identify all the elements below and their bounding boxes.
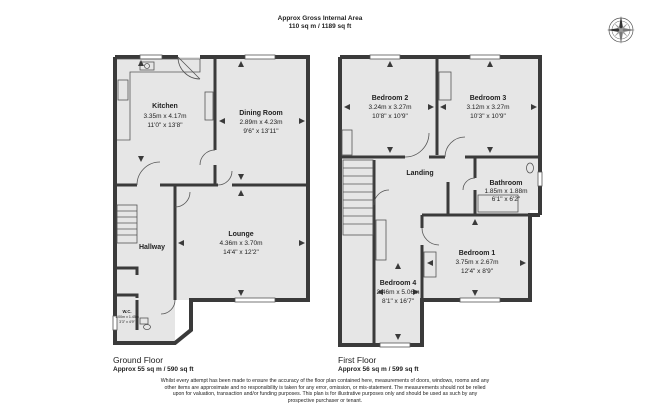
dining-metric: 2.89m x 4.23m bbox=[240, 119, 283, 126]
ground-floor-label: Ground Floor Approx 55 sq m / 590 sq ft bbox=[113, 356, 194, 374]
bedroom4-name: Bedroom 4 bbox=[380, 280, 417, 287]
bedroom1-name: Bedroom 1 bbox=[459, 250, 496, 257]
bedroom2-name: Bedroom 2 bbox=[372, 95, 409, 102]
lounge-window bbox=[234, 297, 276, 303]
disclaimer-text: Whilst every attempt has been made to en… bbox=[160, 378, 490, 404]
bedroom4-imperial: 8'1" x 16'7" bbox=[382, 298, 415, 305]
bedroom3-metric: 3.12m x 3.27m bbox=[467, 104, 510, 111]
ground-dimension-arrows bbox=[138, 60, 305, 296]
bathroom-window bbox=[537, 171, 543, 187]
bedroom3-name: Bedroom 3 bbox=[470, 95, 507, 102]
hallway-name: Hallway bbox=[139, 244, 165, 251]
bedroom2-imperial: 10'8" x 10'9" bbox=[372, 113, 408, 120]
lounge-name: Lounge bbox=[228, 231, 253, 238]
dining-window bbox=[244, 54, 276, 60]
first-floor-staircase bbox=[342, 159, 374, 236]
plan-header: Approx Gross Internal Area 110 sq m / 11… bbox=[265, 15, 375, 31]
lounge-imperial: 14'4" x 12'2" bbox=[223, 249, 259, 256]
first-floor-plan: Bedroom 2 3.24m x 3.27m 10'8" x 10'9" Be… bbox=[338, 54, 543, 348]
dining-name: Dining Room bbox=[239, 110, 283, 117]
kitchen-metric: 3.35m x 4.17m bbox=[144, 113, 187, 120]
bedroom3-window bbox=[469, 54, 501, 60]
bedroom3-imperial: 10'3" x 10'9" bbox=[470, 113, 506, 120]
first-floor-area: Approx 56 sq m / 599 sq ft bbox=[338, 366, 419, 373]
first-dimension-arrows bbox=[344, 61, 537, 340]
bedroom1-window bbox=[459, 297, 501, 303]
dining-imperial: 9'6" x 13'11" bbox=[243, 128, 279, 135]
wc-name: W.C. bbox=[122, 309, 131, 314]
bathroom-metric: 1.85m x 1.88m bbox=[485, 188, 528, 195]
bathroom-imperial: 6'1" x 6'2" bbox=[492, 196, 521, 203]
ground-floor-plan: Kitchen 3.35m x 4.17m 11'0" x 13'8" Dini… bbox=[112, 54, 310, 345]
gross-area-value: 110 sq m / 1189 sq ft bbox=[288, 23, 352, 30]
kitchen-name: Kitchen bbox=[152, 103, 178, 110]
kitchen-window bbox=[139, 54, 163, 60]
wc-imperial: 3'3" x 4'9" bbox=[119, 320, 135, 324]
bedroom2-window bbox=[369, 54, 401, 60]
kitchen-imperial: 11'0" x 13'8" bbox=[147, 122, 183, 129]
bathroom-name: Bathroom bbox=[489, 180, 522, 187]
bedroom4-window bbox=[379, 342, 411, 348]
bedroom2-metric: 3.24m x 3.27m bbox=[369, 104, 412, 111]
wc-window bbox=[112, 315, 118, 331]
first-floor-label: First Floor Approx 56 sq m / 599 sq ft bbox=[338, 356, 419, 374]
ground-floor-title: Ground Floor bbox=[113, 355, 164, 365]
first-floor-title: First Floor bbox=[338, 355, 377, 365]
bedroom1-imperial: 12'4" x 8'9" bbox=[461, 268, 494, 275]
bedroom1-metric: 3.75m x 2.67m bbox=[456, 259, 499, 266]
landing-name: Landing bbox=[406, 170, 433, 177]
bedroom4-metric: 2.46m x 5.06m bbox=[377, 289, 420, 296]
gross-area-title: Approx Gross Internal Area bbox=[277, 15, 363, 22]
ground-floor-area: Approx 55 sq m / 590 sq ft bbox=[113, 366, 194, 373]
compass-rose-icon bbox=[607, 16, 635, 44]
wc-metric: 1.00m x 1.45m bbox=[115, 315, 139, 319]
lounge-metric: 4.36m x 3.70m bbox=[220, 240, 263, 247]
ground-staircase bbox=[116, 204, 138, 244]
front-door-swing bbox=[177, 56, 201, 80]
